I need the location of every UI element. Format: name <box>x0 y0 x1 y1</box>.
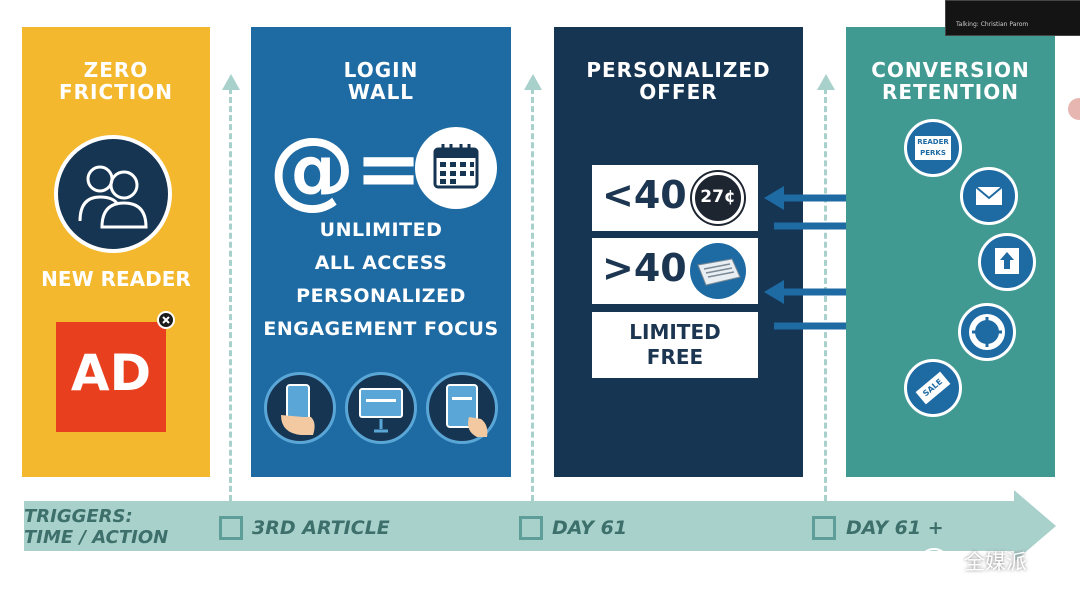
edge-graphic <box>1068 98 1080 120</box>
sale-tag-icon: SALE <box>904 359 962 417</box>
watermark-text: 全媒派 <box>964 550 1027 574</box>
mail-icon <box>960 167 1018 225</box>
milestone-label: 3RD ARTICLE <box>252 517 390 539</box>
ad-box: AD <box>56 322 166 432</box>
milestone-marker <box>812 516 836 540</box>
tablet-hand-icon <box>426 372 498 444</box>
connector-arrow-2 <box>524 74 542 90</box>
panel-title: ZERO FRICTION <box>58 58 173 104</box>
login-benefits: UNLIMITED ALL ACCESS PERSONALIZED ENGAGE… <box>251 214 511 346</box>
benefit-line: UNLIMITED <box>319 219 443 241</box>
ad-text: AD <box>70 344 152 402</box>
trigger-label: TRIGGERS: TIME / ACTION <box>24 506 169 548</box>
new-reader-label: NEW READER <box>41 267 191 291</box>
reader-perks-text: READER PERKS <box>917 138 949 157</box>
panel-title: PERSONALIZED OFFER <box>586 58 771 104</box>
equals-sign: = <box>355 122 423 215</box>
benefit-line: PERSONALIZED <box>296 285 466 307</box>
benefit-line: ALL ACCESS <box>314 252 448 274</box>
offer-text: <40 <box>602 173 687 217</box>
offer-text: LIMITED FREE <box>629 320 721 369</box>
reader-avatar-icon <box>54 135 172 253</box>
connector-arrow-3 <box>817 74 835 90</box>
timeline-arrowhead <box>1014 490 1056 562</box>
lifebuoy-icon <box>958 303 1016 361</box>
panel-title: CONVERSION RETENTION <box>871 58 1030 104</box>
offer-under-40: <40 27¢ <box>592 165 758 231</box>
calendar-icon <box>415 127 497 209</box>
tablet-stand-icon <box>345 372 417 444</box>
upload-icon <box>978 233 1036 291</box>
video-caption: Talking: Christian Parom <box>956 21 1029 28</box>
wechat-icon <box>921 548 955 574</box>
price-badge: 27¢ <box>692 172 744 224</box>
video-overlay[interactable]: Talking: Christian Parom <box>945 0 1080 36</box>
connector-arrow-1 <box>222 74 240 90</box>
connector-line-3 <box>824 88 827 510</box>
milestone-label: DAY 61 <box>552 517 628 539</box>
panel-conversion-retention: CONVERSION RETENTION READER PERKS SALE <box>846 27 1055 477</box>
benefit-line: ENGAGEMENT FOCUS <box>263 318 499 340</box>
connector-line-1 <box>229 88 232 510</box>
reader-perks-icon: READER PERKS <box>904 119 962 177</box>
close-icon[interactable] <box>157 311 175 329</box>
milestone-label: DAY 61 + <box>846 517 944 539</box>
connector-line-2 <box>531 88 534 510</box>
phone-hand-icon <box>264 372 336 444</box>
at-sign: @ <box>269 119 355 219</box>
watermark: 全媒派 <box>920 544 1027 578</box>
offer-limited-free: LIMITED FREE <box>592 312 758 378</box>
price-badge-text: 27¢ <box>700 187 736 207</box>
newspaper-icon <box>690 243 746 299</box>
offer-over-40: >40 <box>592 238 758 304</box>
panel-zero-friction: ZERO FRICTION NEW READER AD <box>22 27 210 477</box>
milestone-marker <box>219 516 243 540</box>
panel-login-wall: LOGIN WALL @ = UNLIMITED ALL ACCESS PERS… <box>251 27 511 477</box>
panel-title: LOGIN WALL <box>343 58 419 104</box>
sale-tag-text: SALE <box>915 371 951 405</box>
offer-text: >40 <box>602 246 687 290</box>
milestone-marker <box>519 516 543 540</box>
